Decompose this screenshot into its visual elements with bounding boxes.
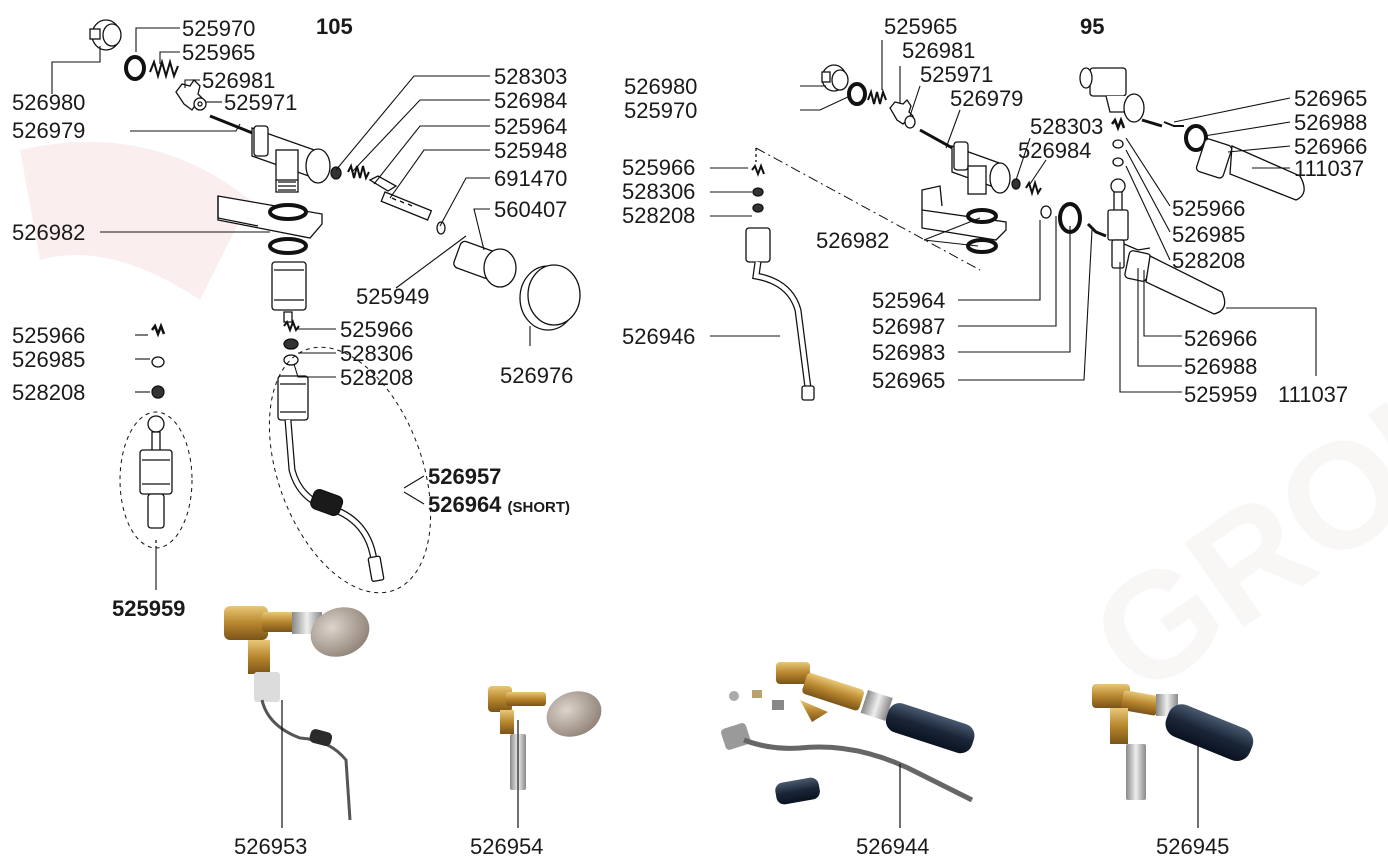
- part-number: 526964: [428, 492, 502, 517]
- photo-label: 526944: [856, 834, 930, 859]
- part-label: 528208: [12, 380, 86, 405]
- photo-label: 526953: [234, 834, 308, 859]
- part-label: 525971: [224, 90, 298, 115]
- photo-526945: [1092, 684, 1254, 828]
- part-label: 525959: [1184, 382, 1258, 407]
- assembly-title-105: 105: [316, 14, 353, 39]
- part-label: 526984: [494, 88, 568, 113]
- part-label: 526965: [1294, 86, 1368, 111]
- part-label: 111037: [1278, 382, 1349, 407]
- part-label: 560407: [494, 197, 568, 222]
- part-label: 526979: [950, 86, 1024, 111]
- part-label: 526979: [12, 118, 86, 143]
- part-label: 526980: [624, 74, 698, 99]
- part-label: 528208: [340, 365, 414, 390]
- part-label: 526965: [872, 368, 946, 393]
- part-label: 526983: [872, 340, 946, 365]
- part-label: 525948: [494, 138, 568, 163]
- photo-label: 526945: [1156, 834, 1230, 859]
- part-label: 528208: [622, 203, 696, 228]
- part-label: 526980: [12, 90, 86, 115]
- part-label: 526987: [872, 314, 946, 339]
- part-label: 526976: [500, 363, 574, 388]
- part-label: 526984: [1018, 138, 1092, 163]
- part-label: 525970: [182, 16, 256, 41]
- part-label: 526985: [1172, 222, 1246, 247]
- part-label: 526982: [12, 220, 86, 245]
- part-label: 526966: [1184, 326, 1258, 351]
- part-label: 525971: [920, 62, 994, 87]
- part-label: 528306: [340, 341, 414, 366]
- photo-526954: [488, 686, 602, 828]
- part-label: 528208: [1172, 248, 1246, 273]
- part-label: 525964: [494, 114, 568, 139]
- left-leaders: [51, 27, 531, 590]
- part-label: 528303: [494, 64, 568, 89]
- photo-526944: [721, 662, 975, 828]
- part-label: 525966: [622, 155, 696, 180]
- part-label: 525966: [1172, 196, 1246, 221]
- right-assembly: [745, 64, 1305, 401]
- part-label: 525964: [872, 288, 946, 313]
- part-label: 526964 (SHORT): [428, 494, 570, 519]
- part-label: 525959: [112, 596, 186, 621]
- part-label: 526966: [1294, 134, 1368, 159]
- part-label: 528306: [622, 179, 696, 204]
- part-label: 111037: [1294, 156, 1365, 181]
- part-label: 526981: [202, 68, 276, 93]
- left-assembly: [89, 19, 581, 594]
- part-label: 526985: [12, 347, 86, 372]
- part-label: 526988: [1294, 110, 1368, 135]
- part-note: (SHORT): [507, 499, 571, 516]
- part-label: 526988: [1184, 354, 1258, 379]
- part-label: 526957: [428, 464, 502, 489]
- part-label: 525966: [340, 317, 414, 342]
- part-label: 525966: [12, 323, 86, 348]
- part-label: 526982: [816, 228, 890, 253]
- photo-526953: [224, 606, 370, 828]
- photo-label: 526954: [470, 834, 544, 859]
- right-leaders: [710, 40, 1317, 393]
- part-label: 525965: [884, 14, 958, 39]
- part-label: 525970: [624, 98, 698, 123]
- part-label: 528303: [1030, 114, 1104, 139]
- part-label: 525965: [182, 40, 256, 65]
- part-label: 525949: [356, 284, 430, 309]
- part-label: 526946: [622, 324, 696, 349]
- part-label: 691470: [494, 166, 568, 191]
- part-label: 526981: [902, 38, 976, 63]
- assembly-title-95: 95: [1080, 14, 1105, 39]
